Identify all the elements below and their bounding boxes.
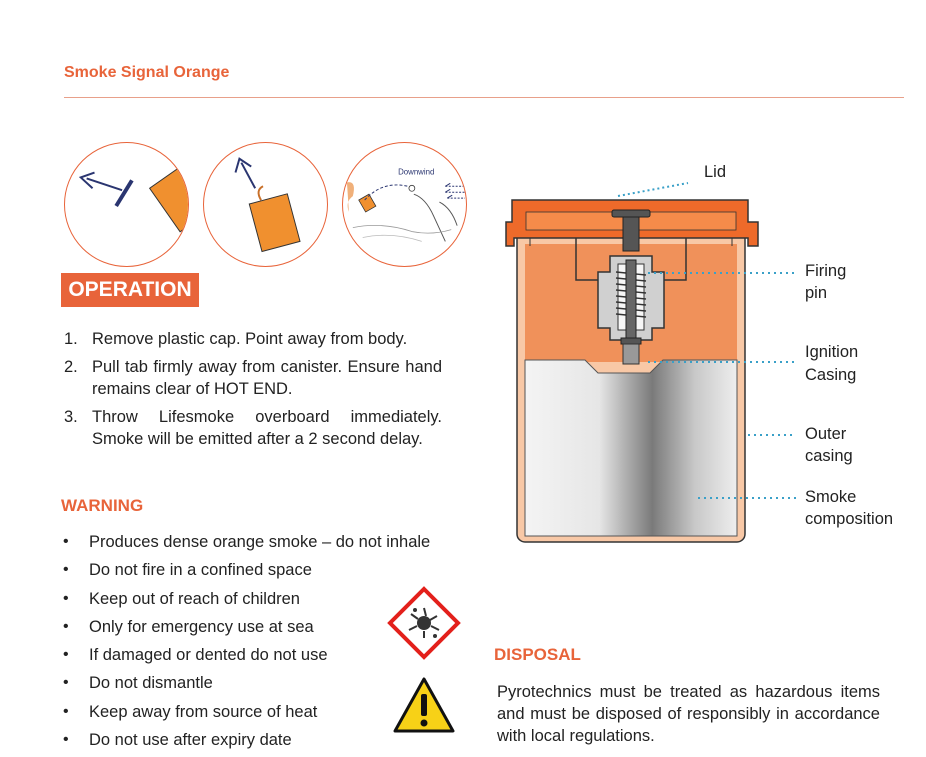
warning-item: •Keep out of reach of children [63, 589, 300, 608]
label-lid: Lid [704, 163, 727, 181]
title-divider [64, 97, 904, 98]
warning-item: •Do not use after expiry date [63, 731, 292, 750]
canister-diagram [505, 182, 796, 543]
label-smoke-1: Smoke [805, 488, 857, 506]
warning-item: •Produces dense orange smoke – do not in… [63, 533, 431, 551]
label-outer-1: Outer [805, 425, 847, 443]
label-firing-pin-2: pin [805, 284, 828, 302]
explosive-hazard-icon [387, 586, 461, 660]
warning-item: •Keep away from source of heat [63, 702, 318, 721]
disposal-heading: DISPOSAL [494, 645, 581, 664]
operation-steps: 1.Remove plastic cap. Point away from bo… [62, 328, 442, 456]
downwind-label: Downwind [398, 167, 434, 176]
label-outer-2: casing [805, 447, 853, 465]
warning-item: •Do not fire in a confined space [63, 561, 312, 580]
label-smoke-2: composition [805, 510, 894, 528]
step-1-illustration [64, 142, 189, 267]
smoke-composition [524, 359, 738, 537]
label-ignition-1: Ignition [805, 343, 859, 361]
warning-item: •Only for emergency use at sea [63, 617, 314, 636]
warning-item: •Do not dismantle [63, 674, 213, 693]
warning-triangle-icon [393, 677, 455, 733]
disposal-text: Pyrotechnics must be treated as hazardou… [497, 683, 880, 745]
step-3-illustration: Downwind [342, 142, 467, 267]
label-ignition-2: Casing [805, 366, 857, 384]
step-2-illustration [203, 142, 328, 267]
label-firing-pin-1: Firing [805, 262, 847, 280]
warning-list: •Produces dense orange smoke – do not in… [62, 531, 482, 757]
operation-heading: OPERATION [61, 273, 199, 307]
operation-step: 3.Throw Lifesmoke overboard immediately.… [64, 408, 442, 448]
firing-pin [625, 259, 637, 339]
operation-step: 2.Pull tab firmly away from canister. En… [64, 358, 442, 398]
warning-heading: WARNING [61, 496, 144, 515]
page-title: Smoke Signal Orange [64, 64, 230, 81]
operation-step: 1.Remove plastic cap. Point away from bo… [64, 330, 408, 348]
warning-item: •If damaged or dented do not use [63, 646, 328, 665]
